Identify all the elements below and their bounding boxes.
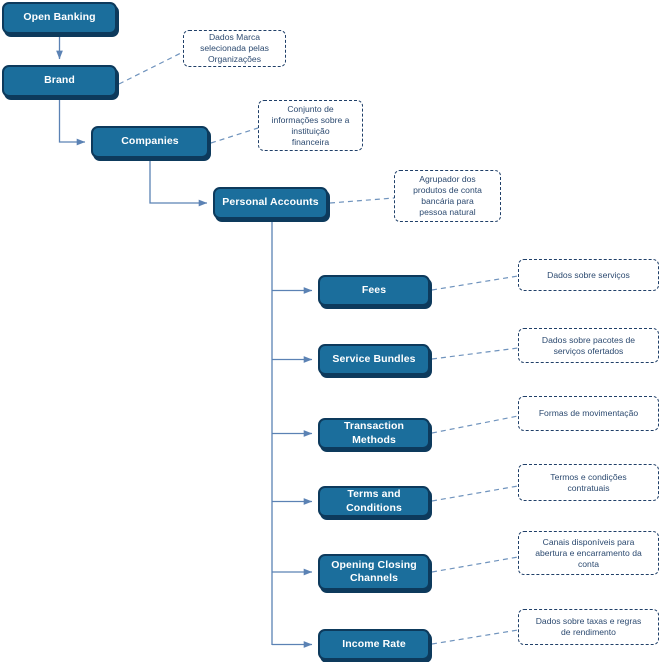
note-opening-closing-label: Canais disponíveis para abertura e encar… (535, 536, 642, 569)
node-label-opening-closing-channels: Opening Closing Channels (331, 558, 417, 584)
note-companies: Conjunto de informações sobre a institui… (258, 100, 363, 151)
note-transaction-methods-label: Formas de movimentação (538, 408, 639, 418)
note-terms-and-conditions-label: Termos e condições contratuais (550, 471, 627, 493)
node-opening-closing-channels[interactable]: Opening Closing Channels (318, 554, 430, 590)
node-service-bundles[interactable]: Service Bundles (318, 344, 430, 375)
node-terms-and-conditions[interactable]: Terms and Conditions (318, 486, 430, 517)
node-fees[interactable]: Fees (318, 275, 430, 306)
note-service-bundles: Dados sobre pacotes de serviços ofertado… (518, 328, 659, 363)
connector-companies-to-note (210, 127, 259, 144)
connector-brand-to-companies (58, 99, 86, 146)
connector-personal-to-note (329, 197, 395, 204)
connector-brand-to-note (118, 51, 184, 85)
node-companies[interactable]: Companies (91, 126, 209, 158)
node-personal-accounts[interactable]: Personal Accounts (213, 187, 328, 219)
connector-terms-to-note (431, 485, 519, 502)
node-label-terms-and-conditions: Terms and Conditions (346, 488, 402, 514)
node-label-income-rate: Income Rate (342, 637, 406, 650)
connector-fees-to-note (431, 275, 519, 291)
note-personal-accounts: Agrupador dos produtos de conta bancária… (394, 170, 501, 222)
node-label-personal-accounts: Personal Accounts (222, 196, 319, 209)
note-fees: Dados sobre serviços (518, 259, 659, 291)
connector-service-bundles-to-note (431, 347, 519, 360)
note-fees-label: Dados sobre serviços (547, 269, 630, 280)
connector-transaction-methods-to-note (431, 415, 519, 434)
note-opening-closing: Canais disponíveis para abertura e encar… (518, 531, 659, 575)
note-personal-accounts-label: Agrupador dos produtos de conta bancária… (413, 174, 482, 217)
note-brand: Dados Marca selecionada pelas Organizaçõ… (183, 30, 286, 67)
note-service-bundles-label: Dados sobre pacotes de serviços ofertado… (541, 334, 636, 356)
node-label-fees: Fees (361, 283, 387, 296)
node-income-rate[interactable]: Income Rate (318, 629, 430, 660)
node-open-banking[interactable]: Open Banking (2, 2, 117, 34)
node-label-transaction-methods: Transaction Methods (343, 420, 405, 446)
connector-income-rate-to-note (431, 629, 519, 645)
note-income-rate-label: Dados sobre taxas e regras de rendimento (535, 616, 642, 637)
node-brand[interactable]: Brand (2, 65, 117, 97)
note-terms-and-conditions: Termos e condições contratuais (518, 464, 659, 501)
node-label-brand: Brand (44, 74, 75, 87)
note-income-rate: Dados sobre taxas e regras de rendimento (518, 609, 659, 645)
connector-companies-to-personal (149, 160, 208, 207)
node-transaction-methods[interactable]: Transaction Methods (318, 418, 430, 449)
note-companies-label: Conjunto de informações sobre a institui… (271, 103, 350, 147)
note-transaction-methods: Formas de movimentação (518, 396, 659, 431)
note-brand-label: Dados Marca selecionada pelas Organizaçõ… (200, 32, 269, 64)
node-label-open-banking: Open Banking (23, 11, 96, 24)
node-label-companies: Companies (121, 135, 179, 148)
connector-opening-closing-to-note (431, 556, 519, 573)
node-label-service-bundles: Service Bundles (332, 352, 416, 365)
